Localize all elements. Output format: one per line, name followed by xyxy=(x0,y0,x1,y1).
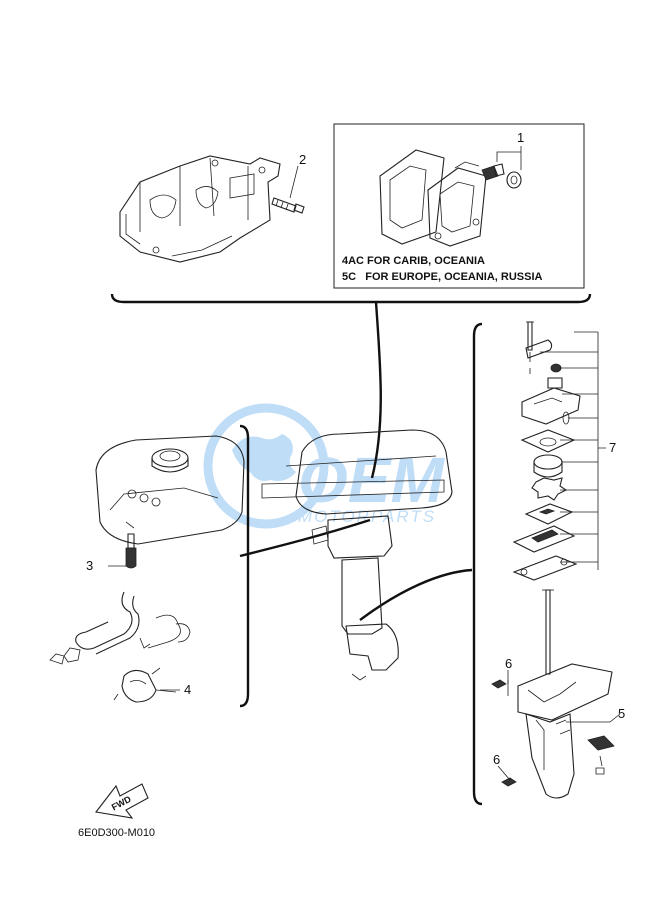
bolt-lower-drawing xyxy=(497,765,517,787)
right-group-bracket xyxy=(472,322,483,806)
callout-2: 2 xyxy=(299,152,306,167)
top-group-bracket xyxy=(110,293,592,304)
watermark-brand: OEM xyxy=(298,444,445,516)
callout-6-lower: 6 xyxy=(493,752,500,767)
callout-4: 4 xyxy=(184,682,191,697)
inset-note-line-1: 4AC FOR CARIB, OCEANIA xyxy=(342,255,485,267)
fuel-hose-drawing xyxy=(49,591,191,665)
lower-unit-drawing xyxy=(517,589,613,799)
fuel-tank-drawing xyxy=(95,435,245,545)
anode-drawing xyxy=(566,713,621,775)
callout-5: 5 xyxy=(618,706,625,721)
thermostat-part-drawing xyxy=(481,146,522,189)
callout-6-upper: 6 xyxy=(505,656,512,671)
outboard-motor-drawing xyxy=(261,429,453,681)
callout-7: 7 xyxy=(609,440,616,455)
left-group-bracket xyxy=(239,424,250,708)
bolt-upper-drawing xyxy=(491,670,509,696)
callout-1: 1 xyxy=(517,130,524,145)
cylinder-block-drawing xyxy=(119,155,281,263)
connector-line-left xyxy=(239,518,371,558)
regional-inset-box xyxy=(333,123,585,289)
watermark-globe-icon xyxy=(203,403,329,529)
spark-plug-drawing xyxy=(271,165,305,214)
watermark-sub: MOTORPARTS xyxy=(298,507,436,526)
connector-line-right xyxy=(359,568,473,621)
watermark: OEM MOTORPARTS xyxy=(203,403,445,529)
inset-note-line-2: 5C FOR EUROPE, OCEANIA, RUSSIA xyxy=(342,271,543,283)
water-pump-drawing xyxy=(512,321,606,581)
fuel-joint-drawing xyxy=(108,533,137,569)
diagram-code: 6E0D300-M010 xyxy=(78,827,155,839)
fuel-filter-drawing xyxy=(113,667,177,703)
fwd-label: FWD xyxy=(110,794,133,813)
inset-cylinder-head-drawing xyxy=(379,149,487,247)
callout-3: 3 xyxy=(86,558,93,573)
connector-line-top xyxy=(370,301,382,479)
fwd-arrow-icon xyxy=(95,783,149,819)
